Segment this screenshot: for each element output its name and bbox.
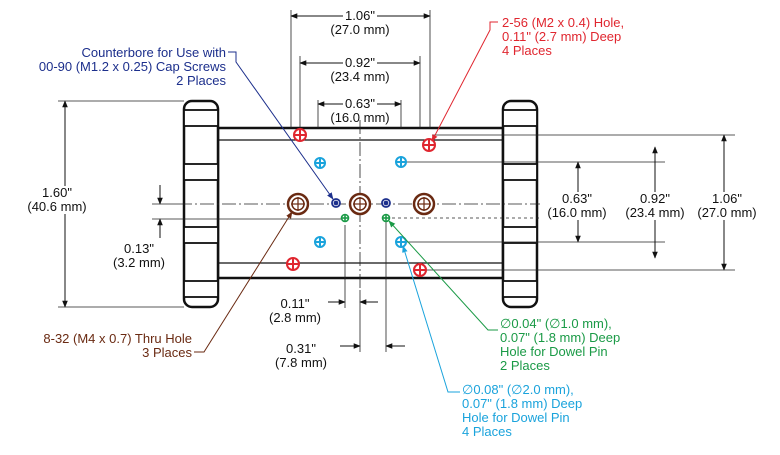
thru-hole [348,192,372,216]
dim-top-063-label: 0.63" (16.0 mm) [320,97,400,125]
tapped-hole [286,257,300,271]
dim-value: 0.11" [280,296,310,311]
tapped-hole [413,263,427,277]
callout-counterbore: Counterbore for Use with 00-90 (M1.2 x 0… [20,46,226,88]
dim-value: 0.31" [286,341,316,356]
leader-tapped [431,21,498,142]
callout-line: 2 Places [176,73,226,88]
dim-right-063-label: 0.63" (16.0 mm) [540,192,614,220]
dim-bot-031-label: 0.31" (7.8 mm) [270,342,332,370]
dim-metric: (40.6 mm) [27,199,87,214]
callout-line: Counterbore for Use with [81,45,226,60]
callout-line: Hole for Dowel Pin [462,410,570,425]
dim-left-160-label: 1.60" (40.6 mm) [16,186,98,214]
callout-line: 4 Places [462,424,512,439]
dowel-hole [395,236,407,248]
callout-line: Hole for Dowel Pin [500,344,608,359]
dowel-holes-small [340,213,391,223]
callout-line: ∅0.08" (∅2.0 mm), [462,382,574,397]
dim-metric: (7.8 mm) [275,355,327,370]
dim-top-106-label: 1.06" (27.0 mm) [320,9,400,37]
dim-value: 1.06" [712,191,742,206]
dim-value: 0.63" [343,96,377,111]
dowel-holes-large [314,156,407,248]
dim-value: 0.92" [343,55,377,70]
thru-hole [412,192,436,216]
leader-counterbore [228,51,334,200]
thru-hole [286,192,310,216]
dim-metric: (27.0 mm) [697,205,757,220]
counterbore [381,198,391,208]
leader-dowel-008 [402,245,460,393]
dim-metric: (16.0 mm) [547,205,607,220]
callout-tapped-holes: 2-56 (M2 x 0.4) Hole, 0.11" (2.7 mm) Dee… [502,16,624,58]
callout-line: 00-90 (M1.2 x 0.25) Cap Screws [38,59,226,74]
dowel-hole [381,213,391,223]
leader-lines [194,21,498,393]
dim-metric: (2.8 mm) [269,310,321,325]
dim-right-092-label: 0.92" (23.4 mm) [618,192,692,220]
dim-metric: (23.4 mm) [330,69,390,84]
callout-line: 8-32 (M4 x 0.7) Thru Hole [43,331,192,346]
callout-line: 0.07" (1.8 mm) Deep [500,330,621,345]
thru-holes [286,192,436,216]
callout-dowel-small: ∅0.04" (∅1.0 mm), 0.07" (1.8 mm) Deep Ho… [500,317,620,373]
callout-line: 3 Places [142,345,192,360]
callout-line: 4 Places [502,43,552,58]
callout-line: 0.11" (2.7 mm) Deep [502,29,622,44]
dim-value: 1.06" [343,8,377,23]
leader-dowel-004 [388,220,498,331]
callout-line: 0.07" (1.8 mm) Deep [462,396,583,411]
callout-dowel-large: ∅0.08" (∅2.0 mm), 0.07" (1.8 mm) Deep Ho… [462,383,582,439]
dim-metric: (3.2 mm) [113,255,165,270]
dim-top-092-label: 0.92" (23.4 mm) [320,56,400,84]
dim-metric: (23.4 mm) [625,205,685,220]
dim-metric: (27.0 mm) [330,22,390,37]
callout-line: ∅0.04" (∅1.0 mm), [500,316,612,331]
tapped-hole [293,128,307,142]
dim-left-013-label: 0.13" (3.2 mm) [104,242,174,270]
dim-value: 0.13" [124,241,154,256]
dim-right-106-label: 1.06" (27.0 mm) [690,192,764,220]
callout-line: 2 Places [500,358,550,373]
callout-thru-holes: 8-32 (M4 x 0.7) Thru Hole 3 Places [8,332,192,360]
callout-line: 2-56 (M2 x 0.4) Hole, [502,15,625,30]
dim-metric: (16.0 mm) [330,110,390,125]
dim-value: 1.60" [42,185,72,200]
dowel-hole [314,236,326,248]
dowel-hole [340,213,350,223]
tapped-hole [422,138,436,152]
dowel-hole [395,156,407,168]
leader-thru [194,211,293,353]
dim-value: 0.92" [640,191,670,206]
counterbore [331,198,341,208]
dim-value: 0.63" [562,191,592,206]
tapped-holes [286,128,436,277]
dim-bot-011-label: 0.11" (2.8 mm) [264,297,326,325]
dowel-hole [314,157,326,169]
counterbores [331,198,391,208]
